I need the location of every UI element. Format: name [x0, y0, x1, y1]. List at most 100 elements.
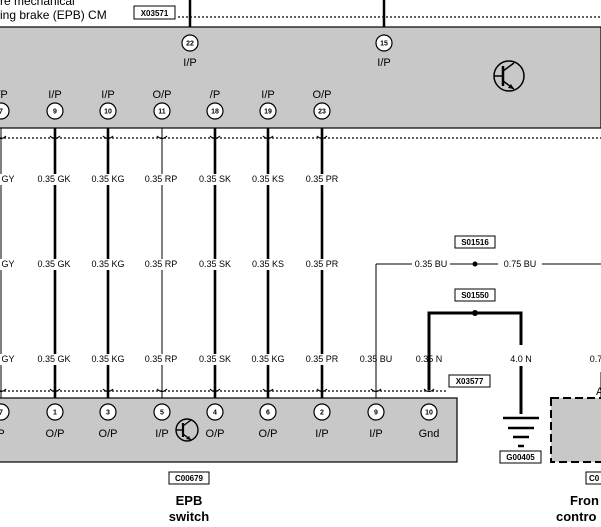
ground-icon: [503, 416, 539, 448]
upper-pin-15-io: I/P: [377, 57, 390, 69]
wire-label-bg: [248, 354, 288, 365]
svg-text:9: 9: [374, 410, 378, 417]
wire-label-bg: [195, 174, 235, 185]
svg-text:19: 19: [264, 109, 272, 116]
wire-label-row3: 0.35 GK: [37, 354, 70, 364]
wire-label-bg: [248, 174, 288, 185]
module-terminal-cup: [209, 135, 221, 140]
module-terminal-cup: [102, 135, 114, 140]
switch-pin-9: 9: [367, 403, 385, 421]
switch-pin-io-1: O/P: [46, 428, 65, 440]
module-terminal-cup: [262, 135, 274, 140]
module-terminal-cup: [316, 135, 328, 140]
wire-label-bg: [141, 174, 181, 185]
switch-pin-io-2: I/P: [315, 428, 328, 440]
wire-label-row2-bu1: 0.35 BU: [415, 259, 448, 269]
wire-label-row2: 0.35 GK: [37, 259, 70, 269]
wire-label-bg: [302, 259, 342, 270]
svg-text:7: 7: [0, 410, 3, 417]
module-pin-19: 19: [259, 102, 277, 120]
svg-text:2: 2: [320, 410, 324, 417]
wire-label-bg: [302, 174, 342, 185]
switch-transistor-icon: [175, 418, 199, 442]
wire-label-row1: 0.35 PR: [306, 174, 339, 184]
module-connector-box: [133, 5, 176, 20]
wire-label-row2: 0.35 PR: [306, 259, 339, 269]
module-pin-18: 18: [206, 102, 224, 120]
front-control-module-box: [550, 397, 601, 463]
upper-pin-22-io: I/P: [183, 57, 196, 69]
switch-pin-io-4: O/P: [206, 428, 225, 440]
wire-label-bg: [195, 354, 235, 365]
svg-text:1: 1: [53, 410, 57, 417]
svg-text:23: 23: [318, 109, 326, 116]
transistor-icon: [493, 60, 525, 92]
module-terminal-cup: [49, 135, 61, 140]
splice-s01516-box: [454, 235, 496, 249]
svg-text:3: 3: [106, 410, 110, 417]
ground-id-box: [499, 450, 542, 464]
front-id-box: [585, 471, 601, 485]
switch-component-id: C00679: [175, 474, 204, 483]
front-edge-text: A: [596, 386, 601, 398]
wire-label-bg: [302, 354, 342, 365]
front-id: C0: [589, 474, 600, 483]
svg-text:10: 10: [425, 410, 433, 417]
splice-s01550-id: S01550: [461, 291, 489, 300]
wire-label-row3: 0.35 GY: [0, 354, 15, 364]
svg-text:10: 10: [104, 109, 112, 116]
svg-text:6: 6: [266, 410, 270, 417]
wire-label-bg: [0, 174, 18, 185]
switch-pin-3: 3: [99, 403, 117, 421]
switch-pin-4: 4: [206, 403, 224, 421]
wire-label-row1: 0.35 KS: [252, 174, 284, 184]
svg-text:4: 4: [213, 410, 217, 417]
svg-text:15: 15: [380, 41, 388, 48]
splice-s01550-dot: [472, 310, 478, 316]
upper-pin-22: 22: [181, 34, 199, 52]
ground-id: G00405: [506, 453, 535, 462]
module-pin-io-23: O/P: [313, 89, 332, 101]
wire-label-row3: 0.35 KG: [251, 354, 284, 364]
module-pin-io-11: O/P: [153, 89, 172, 101]
splice-s01516-id: S01516: [461, 238, 489, 247]
wire-label-bg: [34, 259, 74, 270]
switch-terminal-cup: [49, 388, 61, 393]
module-pin-io-19: I/P: [261, 89, 274, 101]
wire-label-bg: [576, 354, 601, 365]
switch-pin-2: 2: [313, 403, 331, 421]
wire-label-bg: [34, 354, 74, 365]
wire-label-row1: 0.35 GY: [0, 174, 15, 184]
switch-component-box: [168, 471, 210, 485]
wire-label-row3: 4.0 N: [510, 354, 532, 364]
module-pin-io-18: /P: [210, 89, 220, 101]
wire-label-bg: [141, 259, 181, 270]
wire-label-row2: 0.35 KG: [91, 259, 124, 269]
wire-label-bg: [88, 174, 128, 185]
switch-pin-io-5: I/P: [155, 428, 168, 440]
wire-label-bg: [88, 259, 128, 270]
module-pin-11: 11: [153, 102, 171, 120]
wire-label-row3: 0.7: [590, 354, 601, 364]
wire-label-bg: [195, 259, 235, 270]
switch-pin-6: 6: [259, 403, 277, 421]
splice-s01516-dot: [472, 261, 478, 267]
switch-connector-id: X03577: [456, 377, 484, 386]
front-caption-line1: Fron: [570, 493, 599, 508]
wire-label-bg: [248, 259, 288, 270]
wire-label-bg: [501, 354, 541, 365]
wire-label-bg: [0, 354, 18, 365]
switch-terminal-cup: [209, 388, 221, 393]
switch-pin-io-6: O/P: [259, 428, 278, 440]
module-pin-io-7: I/P: [0, 89, 8, 101]
module-pin-10: 10: [99, 102, 117, 120]
wire-label-row3: 0.35 RP: [145, 354, 178, 364]
front-caption-line2: contro: [556, 509, 597, 524]
switch-pin-io-7: P: [0, 428, 5, 440]
svg-text:11: 11: [158, 109, 166, 116]
wire-label-row2: 0.35 RP: [145, 259, 178, 269]
epb-cm-module-box: [0, 26, 601, 129]
switch-pin-io-9: I/P: [369, 428, 382, 440]
upper-pin-15: 15: [375, 34, 393, 52]
